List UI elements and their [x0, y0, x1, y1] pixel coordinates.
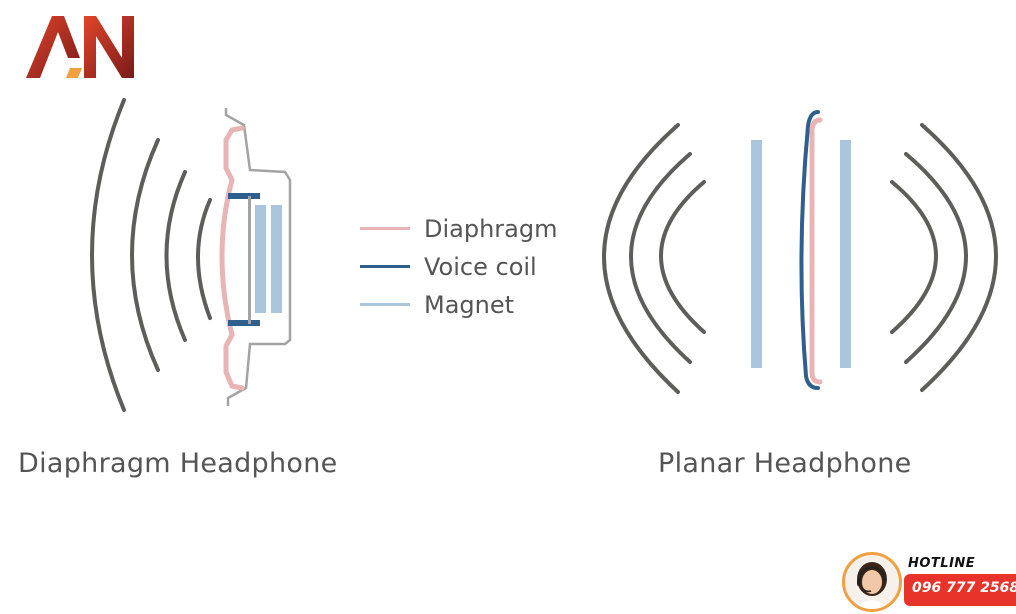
wave-arc [164, 170, 187, 342]
planar-voice-coil [799, 110, 820, 390]
planar-sound-waves-left [602, 123, 706, 394]
wave-arc [90, 98, 126, 412]
wave-arc [904, 152, 968, 364]
dynamic-voice-coil [228, 193, 260, 326]
hotline-title: HOTLINE [908, 556, 976, 571]
legend-label: Diaphragm [424, 215, 558, 243]
wave-arc [629, 152, 692, 364]
wave-arc [196, 198, 212, 320]
wave-arc [890, 180, 938, 334]
component-legend: Diaphragm Voice coil Magnet [360, 212, 600, 326]
an-logo-icon [26, 16, 134, 78]
hotline-number[interactable]: 096 777 2568 [912, 580, 1016, 596]
legend-item-diaphragm: Diaphragm [360, 212, 600, 250]
legend-item-magnet: Magnet [360, 288, 600, 326]
legend-swatch-magnet [360, 303, 410, 306]
dynamic-magnet [255, 205, 282, 313]
planar-sound-waves-right [890, 123, 998, 392]
wave-arc [602, 123, 680, 394]
wave-arc [130, 138, 160, 372]
planar-magnet [751, 140, 851, 368]
support-agent-icon [842, 552, 902, 612]
planar-diaphragm [809, 117, 823, 385]
diaphragm-sound-waves [90, 98, 212, 412]
planar-headphone-caption: Planar Headphone [658, 448, 912, 479]
legend-label: Voice coil [424, 253, 537, 281]
legend-swatch-voice-coil [360, 265, 410, 268]
diaphragm-headphone-caption: Diaphragm Headphone [18, 448, 338, 479]
wave-arc [659, 180, 706, 334]
wave-arc [920, 123, 998, 392]
legend-label: Magnet [424, 291, 515, 319]
legend-swatch-diaphragm [360, 227, 410, 230]
dynamic-diaphragm [219, 125, 245, 391]
hotline-widget[interactable]: HOTLINE 096 777 2568 [838, 550, 1016, 614]
hotline-number-bar[interactable]: 096 777 2568 [904, 574, 1016, 606]
legend-item-voice-coil: Voice coil [360, 250, 600, 288]
